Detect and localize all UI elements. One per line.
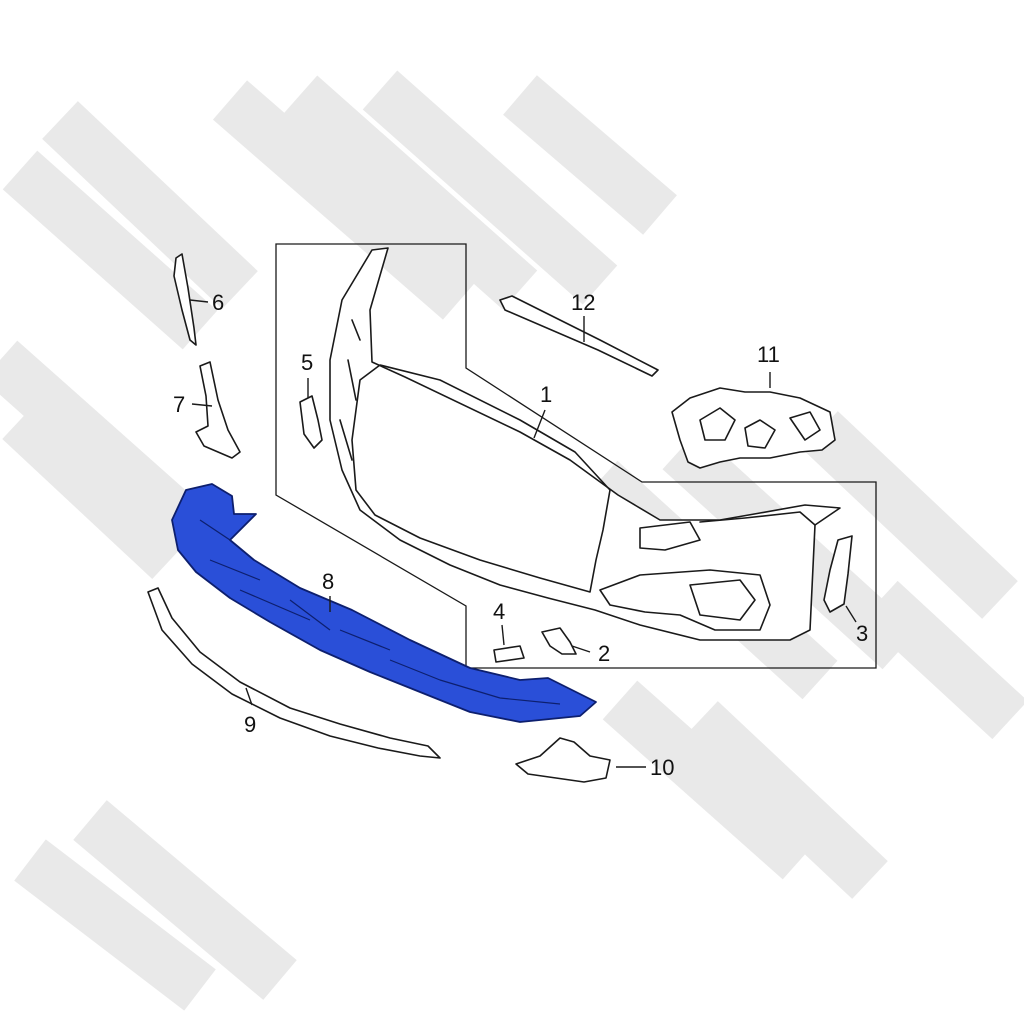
callout-8: 8 — [322, 569, 334, 594]
bumper-cover-part — [329, 247, 841, 641]
callout-7: 7 — [173, 392, 185, 417]
assembly-frame — [275, 243, 877, 669]
lower-absorber-part — [171, 483, 597, 723]
callout-1: 1 — [540, 382, 552, 407]
lower-trim-strip-part — [147, 587, 441, 759]
center-mount-bracket-part — [671, 387, 836, 469]
callout-11: 11 — [757, 342, 780, 367]
callout-10: 10 — [650, 755, 674, 780]
leader-lines — [189, 299, 857, 768]
left-side-bracket-part — [299, 395, 323, 449]
right-side-trim-part — [823, 535, 853, 613]
callout-4: 4 — [493, 599, 505, 624]
callout-12: 12 — [571, 290, 595, 315]
callout-3: 3 — [856, 621, 868, 646]
left-upper-guide-part — [173, 253, 197, 346]
left-lower-guide-part — [195, 361, 241, 459]
right-lower-bracket-part — [515, 737, 611, 783]
callout-9: 9 — [244, 712, 256, 737]
callout-2: 2 — [598, 641, 610, 666]
callout-5: 5 — [301, 350, 313, 375]
tow-hook-cap-part — [493, 645, 525, 663]
small-clip-part — [541, 627, 577, 655]
callout-labels: 1 2 3 4 5 6 7 8 9 10 11 12 — [173, 290, 868, 780]
lower-absorber-shape — [171, 483, 597, 723]
upper-trim-strip-part — [499, 295, 659, 377]
callout-6: 6 — [212, 290, 224, 315]
